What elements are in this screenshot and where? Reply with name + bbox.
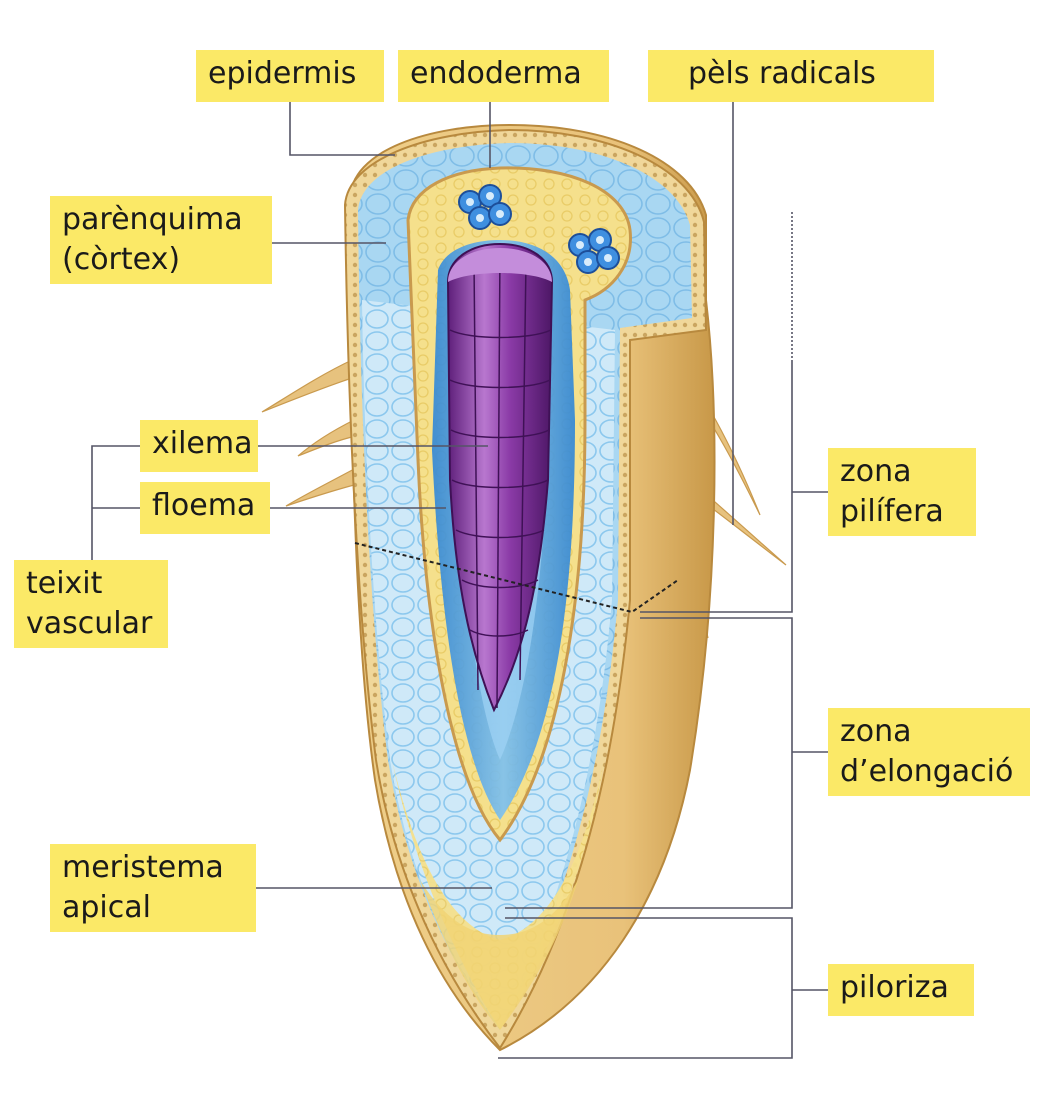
label-pels-radicals: pèls radicals	[648, 50, 934, 102]
label-floema: floema	[140, 482, 270, 534]
label-epidermis: epidermis	[196, 50, 384, 102]
zone-pilifera-bracket	[640, 360, 793, 613]
root-cap-core	[420, 880, 578, 1030]
root-hair	[297, 419, 357, 457]
label-endoderma: endoderma	[398, 50, 609, 102]
root-hair	[261, 359, 353, 413]
label-teixit-vascular: teixit vascular	[14, 560, 168, 648]
zone-elongacio-bracket	[505, 617, 793, 909]
label-zona-pilifera: zona pilífera	[828, 448, 976, 536]
root-hair	[285, 467, 359, 507]
xylem-column	[446, 242, 554, 713]
leader-lines	[91, 102, 828, 1059]
label-xilema: xilema	[140, 420, 258, 472]
leader-epidermis	[289, 102, 395, 156]
vascular-bundle-cluster	[458, 184, 512, 230]
label-zona-elongacio: zona d’elongació	[828, 708, 1030, 796]
label-meristema-apical: meristema apical	[50, 844, 256, 932]
zone-boundary-dotted	[354, 542, 679, 614]
vascular-bundle-cluster	[568, 228, 620, 274]
leader-teixit-bracket	[91, 445, 140, 560]
piloriza-bracket	[498, 917, 793, 1059]
label-piloriza: piloriza	[828, 964, 974, 1016]
label-parenquima: parènquima (còrtex)	[50, 196, 272, 284]
